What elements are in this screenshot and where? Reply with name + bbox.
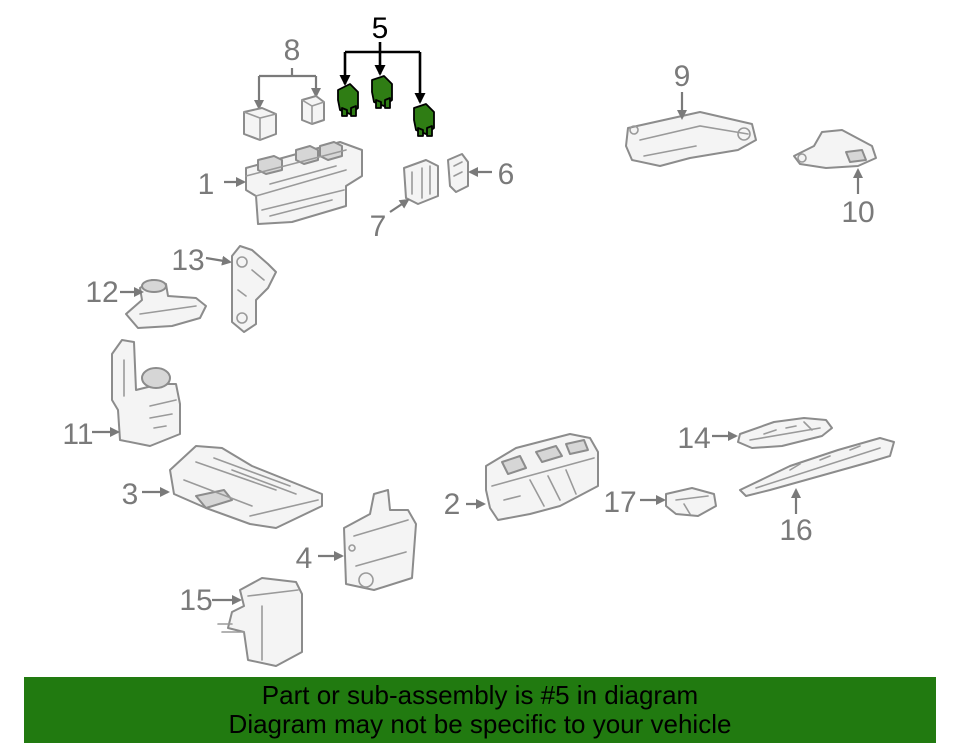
part-11-unit[interactable]: 11 <box>62 339 181 451</box>
callout-1: 1 <box>198 168 215 201</box>
part-10-sensor[interactable]: 10 <box>793 129 877 229</box>
banner-line-1: Part or sub-assembly is #5 in diagram <box>261 680 699 710</box>
callout-10: 10 <box>841 196 874 229</box>
callout-14: 14 <box>677 422 710 455</box>
callout-17: 17 <box>603 486 636 519</box>
part-13-bracket[interactable]: 13 <box>171 244 277 333</box>
fuse-left[interactable] <box>337 83 359 117</box>
callout-8: 8 <box>284 34 301 67</box>
fuse-middle[interactable] <box>371 75 393 109</box>
fuse-right[interactable] <box>413 103 435 137</box>
part-7-connector[interactable]: 7 <box>370 159 439 243</box>
part-17-connector[interactable]: 17 <box>603 486 717 519</box>
callout-5: 5 <box>372 12 389 45</box>
part-1-junction-block[interactable]: 1 <box>198 141 363 225</box>
part-5-fuses[interactable]: 5 <box>337 12 435 137</box>
part-8-relays[interactable]: 8 <box>243 34 325 141</box>
part-9-module[interactable]: 9 <box>625 60 757 167</box>
part-2-relay-box[interactable]: 2 <box>444 433 599 521</box>
callout-4: 4 <box>296 542 313 575</box>
callout-6: 6 <box>498 158 515 191</box>
info-banner: Part or sub-assembly is #5 in diagram Di… <box>24 677 936 743</box>
part-4-module[interactable]: 4 <box>296 489 417 591</box>
part-6-clip[interactable]: 6 <box>447 153 515 193</box>
part-3-ecu[interactable]: 3 <box>122 445 323 529</box>
callout-11: 11 <box>62 418 93 451</box>
callout-9: 9 <box>674 60 691 93</box>
callout-12: 12 <box>85 276 118 309</box>
callout-2: 2 <box>444 488 461 521</box>
banner-line-2: Diagram may not be specific to your vehi… <box>228 709 732 739</box>
callout-7: 7 <box>370 210 387 243</box>
callout-16: 16 <box>779 514 812 547</box>
part-15-box[interactable]: 15 <box>179 577 303 667</box>
callout-13: 13 <box>171 244 204 277</box>
part-16-rail[interactable]: 16 <box>739 437 895 547</box>
callout-3: 3 <box>122 478 139 511</box>
callout-15: 15 <box>179 584 212 617</box>
part-12-housing[interactable]: 12 <box>85 276 207 329</box>
part-14-cover[interactable]: 14 <box>677 417 833 455</box>
